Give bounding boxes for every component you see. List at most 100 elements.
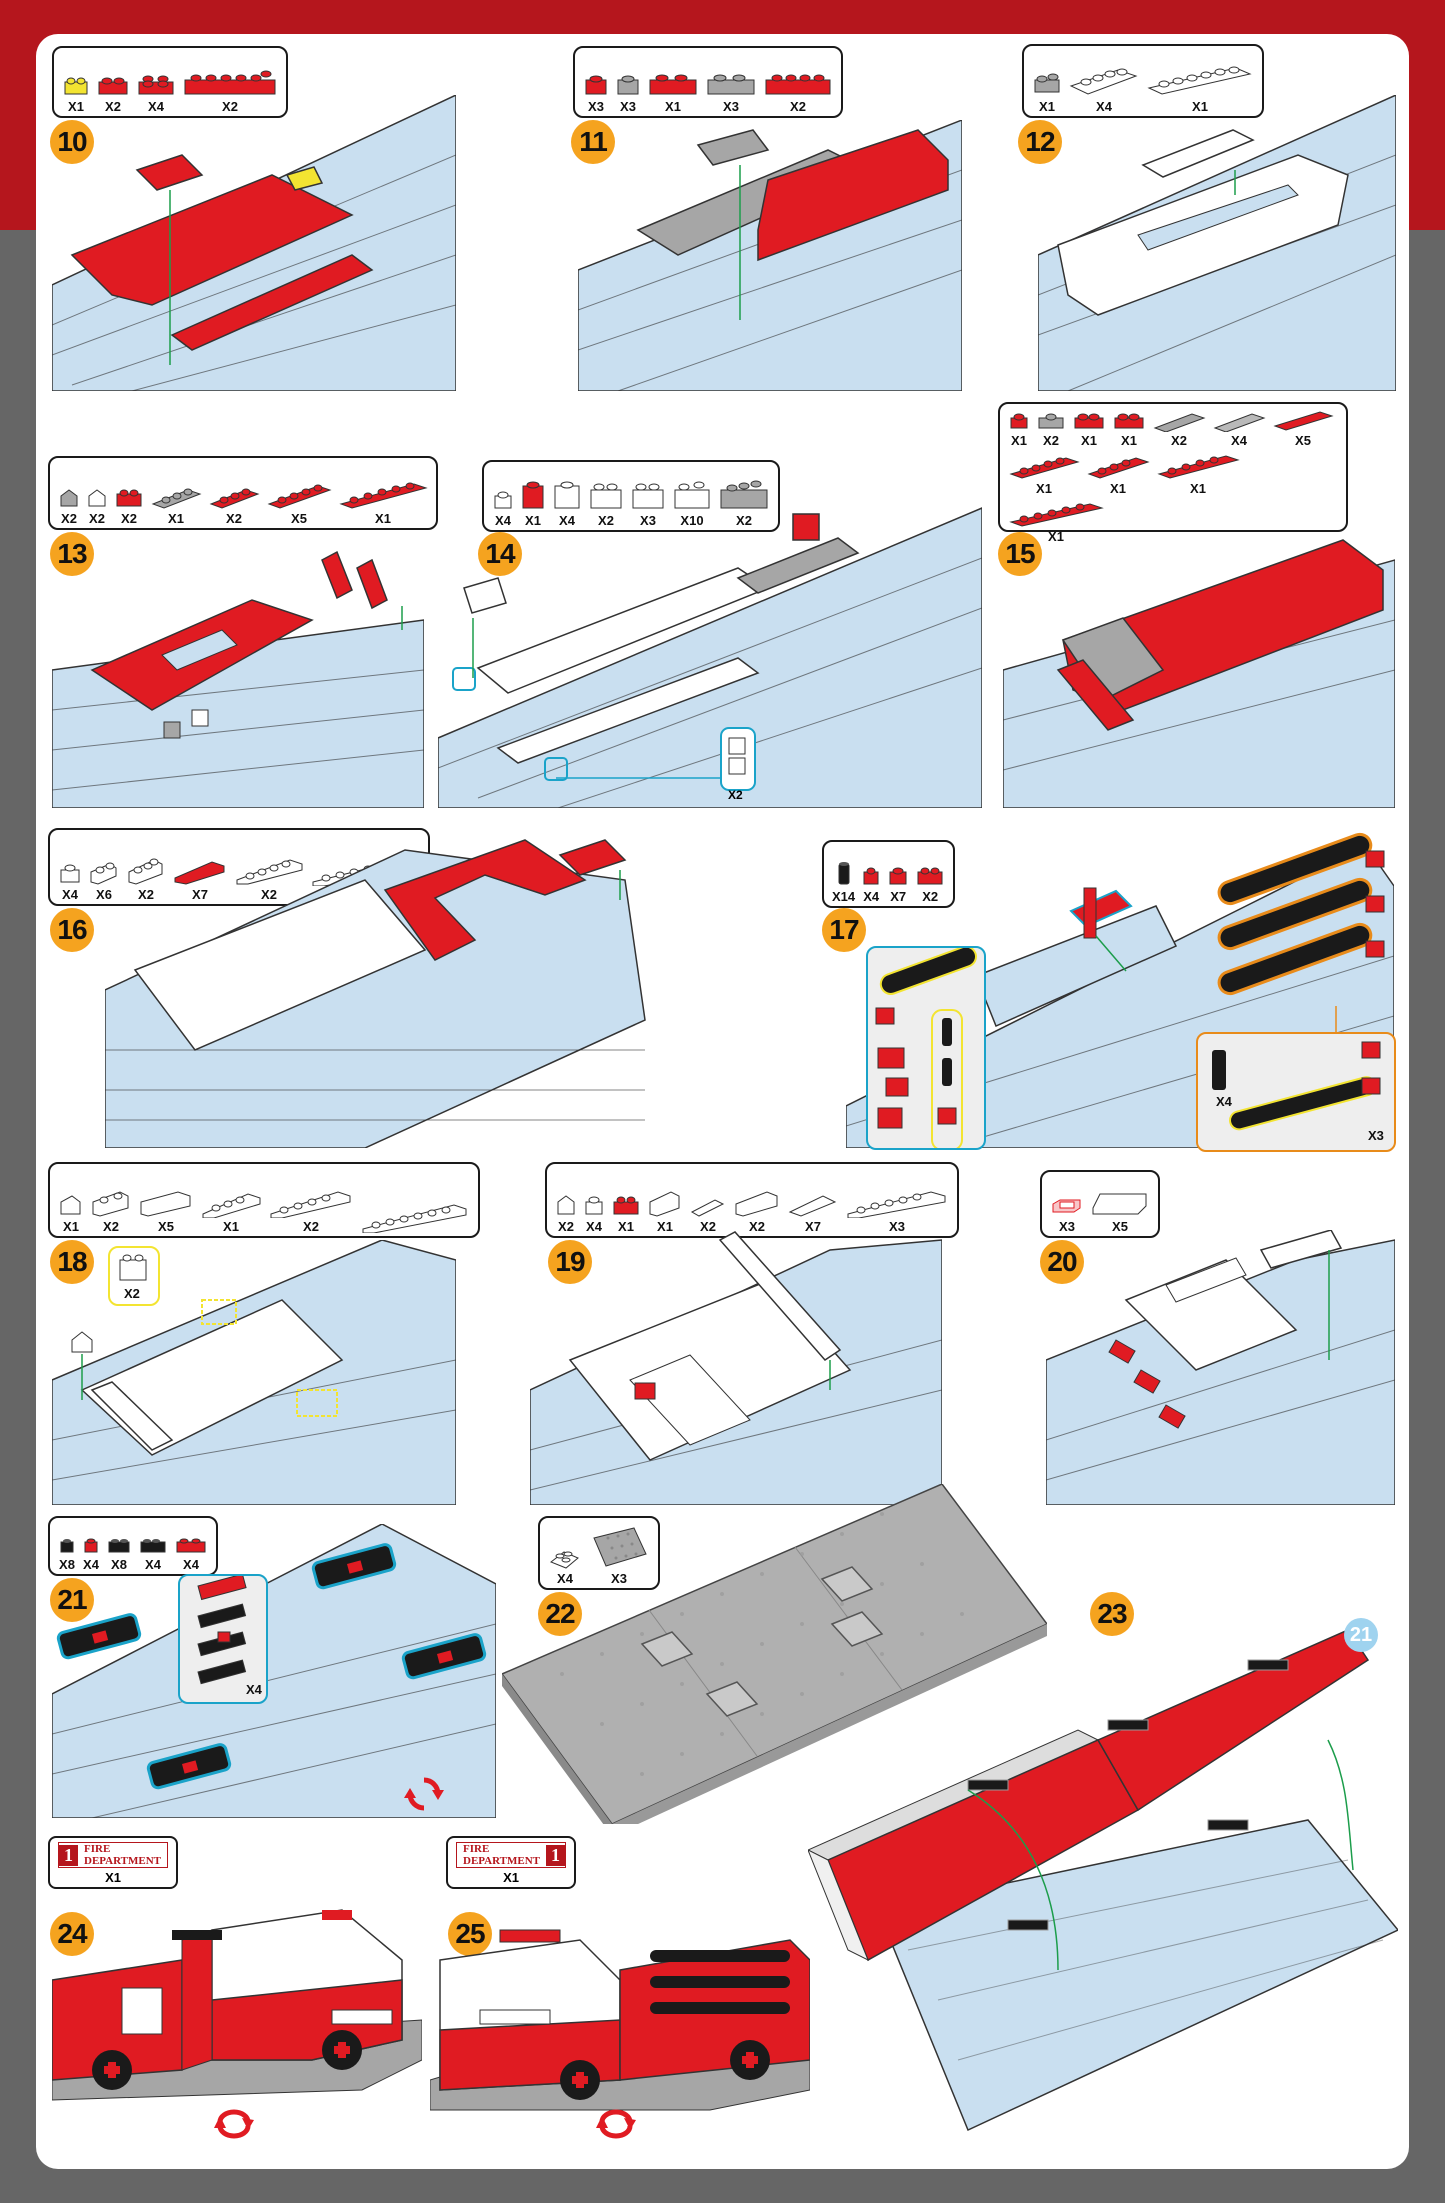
part-white-2x6: X1 xyxy=(200,1188,262,1234)
part-black-1x2: X8 xyxy=(106,1534,132,1572)
sticker-qty: X1 xyxy=(105,1870,121,1885)
part-white-2x2: X2 xyxy=(588,478,624,528)
part-grey-1x1: X2 xyxy=(1036,408,1066,448)
part-white-slope-2x4: X2 xyxy=(733,1188,781,1234)
part-red-2x2: X4 xyxy=(136,70,176,114)
part-white-2x10 xyxy=(360,1203,470,1234)
callout-qty: X4 xyxy=(246,1682,262,1697)
part-white-2x2: X2 xyxy=(126,856,166,902)
step-12-build-illustration xyxy=(1038,95,1396,391)
part-red-2x2: X1 xyxy=(647,68,699,114)
step-number: 21 xyxy=(50,1578,94,1622)
part-grey-2x2: X3 xyxy=(705,68,757,114)
part-red-1x2: X1 xyxy=(1072,408,1106,448)
part-white-2x2b: X3 xyxy=(630,478,666,528)
part-white-2x4: X4 xyxy=(1068,64,1140,114)
part-red-2x4: X2 xyxy=(208,482,260,526)
part-red-2x6: X1 xyxy=(1008,454,1080,496)
part-red-2x4: X2 xyxy=(763,68,833,114)
part-white-2x8: X3 xyxy=(845,1188,949,1234)
step-13-build-illustration xyxy=(52,550,424,808)
part-red-1x1: X1 xyxy=(1008,408,1030,448)
part-white-1x1: X4 xyxy=(583,1190,605,1234)
part-yellow-1x2: X1 xyxy=(62,72,90,114)
step-number: 11 xyxy=(571,120,615,164)
sticker-sheet: FIRE DEPARTMENT 1 X1 xyxy=(446,1836,577,1889)
part-grey-1x1: X3 xyxy=(615,70,641,114)
part-red-2x6b: X1 xyxy=(1086,454,1150,496)
step-11-build-illustration xyxy=(578,120,962,391)
step-number: 22 xyxy=(538,1592,582,1636)
part-white-1x1: X4 xyxy=(492,486,514,528)
part-black-round-1x1: X14 xyxy=(832,858,855,904)
callout-2x2-slope: X2 xyxy=(108,1246,160,1306)
step-number: 19 xyxy=(548,1240,592,1284)
step-18-build-illustration xyxy=(52,1240,456,1505)
part-white-1x1-slope: X2 xyxy=(86,484,108,526)
parts-list: X4 X3 xyxy=(538,1516,660,1590)
step-number: 25 xyxy=(448,1912,492,1956)
step-19-build-illustration xyxy=(530,1231,942,1505)
light-bar-illustration xyxy=(197,1573,247,1685)
part-red-2x6: X5 xyxy=(266,480,332,526)
step-number: 10 xyxy=(50,120,94,164)
parts-list: X2 X4 X1 X1 X2 X2 X7 X3 xyxy=(545,1162,959,1238)
part-red-2x10: X1 xyxy=(1008,502,1104,544)
part-grey-1x2: X1 xyxy=(1032,68,1062,114)
part-white-2x6: X2 xyxy=(234,856,304,902)
step-25-truck-illustration xyxy=(430,1929,810,2111)
part-red-tile-2x6: X5 xyxy=(1272,408,1334,448)
part-black-1x1: X8 xyxy=(58,1534,76,1572)
step-number: 14 xyxy=(478,532,522,576)
step-number: 17 xyxy=(822,908,866,952)
step-20-build-illustration xyxy=(1046,1230,1395,1505)
step-21-build-illustration xyxy=(52,1524,496,1818)
step-number: 15 xyxy=(998,532,1042,576)
part-red-2x8: X1 xyxy=(338,480,428,526)
part-white-slope-1x2: X1 xyxy=(58,1190,84,1234)
parts-list: X3 X3 X1 X3 X2 xyxy=(573,46,843,118)
reference-step-badge: 21 xyxy=(1344,1618,1378,1652)
part-red-2x2: X1 xyxy=(1112,408,1146,448)
part-red-2x6: X2 xyxy=(182,66,278,114)
part-red-1x4: X4 xyxy=(174,1534,208,1572)
part-red-1x2: X2 xyxy=(114,484,144,526)
part-white-2x2-slope: X1 xyxy=(647,1188,683,1234)
step-15-build-illustration xyxy=(1003,539,1395,808)
part-white-1x2-tall: X4 xyxy=(552,478,582,528)
sticker-sheet: 1 FIRE DEPARTMENT X1 xyxy=(48,1836,179,1889)
step-23-build-illustration xyxy=(808,1629,1398,2132)
callout-qty-a: X4 xyxy=(1216,1094,1232,1109)
step-number: 18 xyxy=(50,1240,94,1284)
step-22-build-illustration xyxy=(502,1484,1047,1824)
parts-list: X1 X2 X1 X1 X2 X4 X5 X1 X1 X1 X1 xyxy=(998,402,1348,544)
parts-list: X8 X4 X8 X4 X4 xyxy=(48,1516,218,1576)
part-red-1x1: X4 xyxy=(82,1534,100,1572)
part-red-1x1-clip: X4 xyxy=(861,862,881,904)
rotate-arrows-icon xyxy=(404,1777,444,1811)
part-black-1x3: X4 xyxy=(138,1534,168,1572)
step-10-build-illustration xyxy=(52,95,456,391)
fire-department-sticker: FIRE DEPARTMENT 1 xyxy=(456,1842,567,1868)
part-white-1x3: X10 xyxy=(672,478,712,528)
step-number: 24 xyxy=(50,1912,94,1956)
part-grey-baseplate: X3 xyxy=(588,1524,650,1586)
hose-assembly-illustration xyxy=(1212,1041,1381,1131)
part-grey-tile-2x4: X2 xyxy=(1152,408,1206,448)
part-white-2x8: X1 xyxy=(1146,64,1254,114)
step-number: 16 xyxy=(50,908,94,952)
part-white-slope-2x3: X5 xyxy=(138,1188,194,1234)
part-white-tile-1x4: X2 xyxy=(689,1188,727,1234)
part-trans-red-1x2: X3 xyxy=(1050,1192,1084,1234)
callout-light-bar: X4 xyxy=(178,1573,268,1704)
parts-list: X4 X1 X4 X2 X3 X10 X2 xyxy=(482,460,780,532)
part-red-1x1-round: X7 xyxy=(887,862,909,904)
parts-list: X14 X4 X7 X2 xyxy=(822,840,956,908)
fire-department-sticker: 1 FIRE DEPARTMENT xyxy=(58,1842,169,1868)
rotate-arrows-icon xyxy=(596,2109,636,2139)
part-white-tile-2x4: X5 xyxy=(1090,1188,1150,1234)
step-16-build-illustration xyxy=(105,839,646,1148)
part-white-tile-2x4: X7 xyxy=(787,1188,839,1234)
part-grey-2x4: X1 xyxy=(150,482,202,526)
step-number: 23 xyxy=(1090,1592,1134,1636)
